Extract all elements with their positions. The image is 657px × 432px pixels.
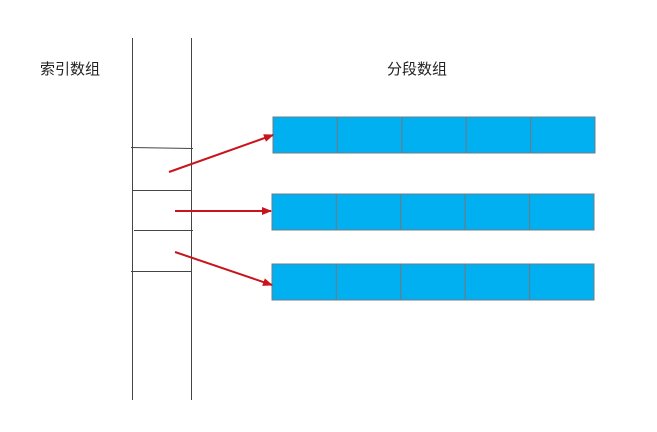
segment-cell: [271, 263, 337, 301]
segment-cell: [336, 116, 403, 154]
segment-cell: [401, 116, 467, 154]
pointer-arrow-1: [168, 134, 274, 173]
segment-cell: [464, 193, 531, 231]
segment-array-2: [271, 193, 595, 231]
segment-cell: [335, 263, 402, 301]
index-array-label: 索引数组: [40, 60, 101, 78]
pointer-arrow-3: [174, 251, 273, 286]
segment-cell: [529, 193, 595, 231]
segment-array-label: 分段数组: [387, 60, 448, 78]
segment-cell: [272, 116, 338, 154]
segment-cell: [530, 116, 596, 154]
segment-array-3: [271, 263, 595, 301]
segment-cell: [529, 263, 595, 301]
pointer-arrows: [168, 134, 274, 286]
segment-cell: [335, 193, 402, 231]
index-divider: [130, 147, 194, 149]
segment-arrays: [271, 116, 596, 301]
segment-cell: [465, 116, 532, 154]
segment-cell: [271, 193, 337, 231]
segment-array-1: [272, 116, 596, 154]
index-array: [130, 38, 194, 400]
segment-cell: [464, 263, 531, 301]
segment-cell: [400, 193, 466, 231]
segment-cell: [400, 263, 466, 301]
